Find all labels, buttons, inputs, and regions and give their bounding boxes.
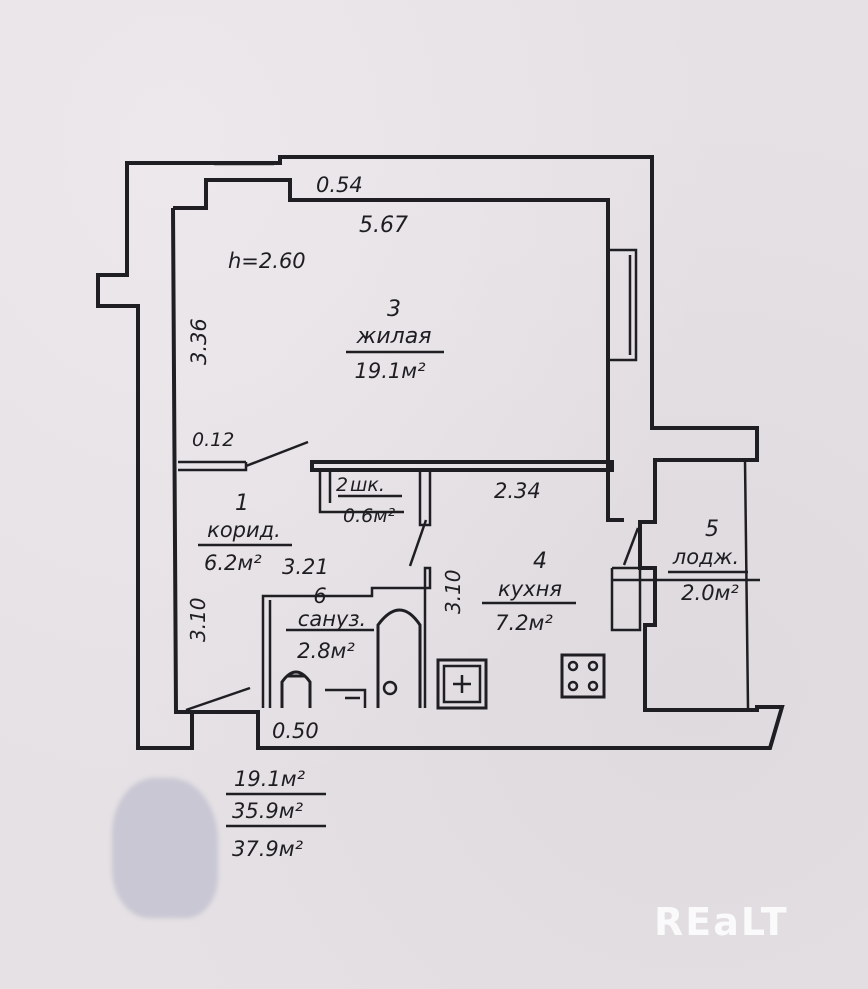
room-name: корид. <box>207 518 281 542</box>
ink-blot <box>112 778 218 918</box>
stove-burner <box>587 680 599 692</box>
door-kitchen <box>408 519 428 567</box>
bathtub <box>376 608 422 708</box>
dim-partition: 0.12 <box>192 429 234 451</box>
room-number: 4 <box>533 549 547 574</box>
room-name: лодж. <box>672 545 739 569</box>
window-right <box>608 248 638 362</box>
outer-wall <box>96 155 785 750</box>
dim-corridor-depth: 3.10 <box>186 597 210 642</box>
dim-top-wall: 0.54 <box>316 173 363 197</box>
ceiling-height: h=2.60 <box>228 249 306 273</box>
toilet <box>280 670 312 708</box>
watermark-logo: REaLT <box>654 900 789 944</box>
room-name: жилая <box>356 324 432 349</box>
window-top <box>214 162 274 182</box>
room-area: 6.2м² <box>204 551 262 575</box>
room-area: 19.1м² <box>354 359 426 383</box>
dim-living-depth: 3.36 <box>187 318 211 365</box>
partition-wall <box>310 460 614 472</box>
room-area: 0.6м² <box>343 505 396 527</box>
stove <box>560 653 606 699</box>
dim-kitchen-depth: 3.10 <box>441 569 465 614</box>
room-area: 7.2м² <box>495 611 553 635</box>
dim-kitchen-width: 2.34 <box>494 479 541 503</box>
room-name: шк. <box>350 474 385 496</box>
faucet <box>382 680 398 696</box>
dim-corridor-width: 3.21 <box>282 555 329 579</box>
room-area: 2.8м² <box>297 639 355 663</box>
room-number: 6 <box>313 584 326 608</box>
room-area: 2.0м² <box>681 581 739 605</box>
room-number: 2 <box>336 474 348 496</box>
summary-living-area: 19.1м² <box>234 767 306 791</box>
corridor-partition <box>178 460 248 472</box>
closet-walls <box>318 470 432 527</box>
room-name: кухня <box>498 577 562 601</box>
dim-living-width: 5.67 <box>359 213 408 238</box>
summary-total-with-loggia: 37.9м² <box>232 837 304 861</box>
sink <box>325 688 367 708</box>
stove-burner <box>567 660 579 672</box>
kitchen-sink-inner <box>442 664 482 704</box>
summary-total-area: 35.9м² <box>232 799 304 823</box>
room-number: 3 <box>387 297 401 322</box>
room-number: 1 <box>235 491 249 516</box>
door-loggia <box>622 527 640 566</box>
room-number: 5 <box>705 517 719 542</box>
room-name: сануз. <box>298 607 366 631</box>
stove-burner <box>587 660 599 672</box>
door-living <box>245 440 309 468</box>
living-room-inner-wall <box>173 178 624 522</box>
loggia-wall <box>743 459 750 709</box>
kitchen-sink-drain <box>453 675 471 693</box>
door-entrance <box>185 686 251 712</box>
dim-bottom-wall: 0.50 <box>272 719 319 743</box>
kitchen-sink <box>436 658 488 710</box>
left-inner-wall <box>171 207 258 714</box>
loggia-door <box>610 566 760 632</box>
bathroom-walls <box>261 566 432 708</box>
stove-burner <box>567 680 579 692</box>
